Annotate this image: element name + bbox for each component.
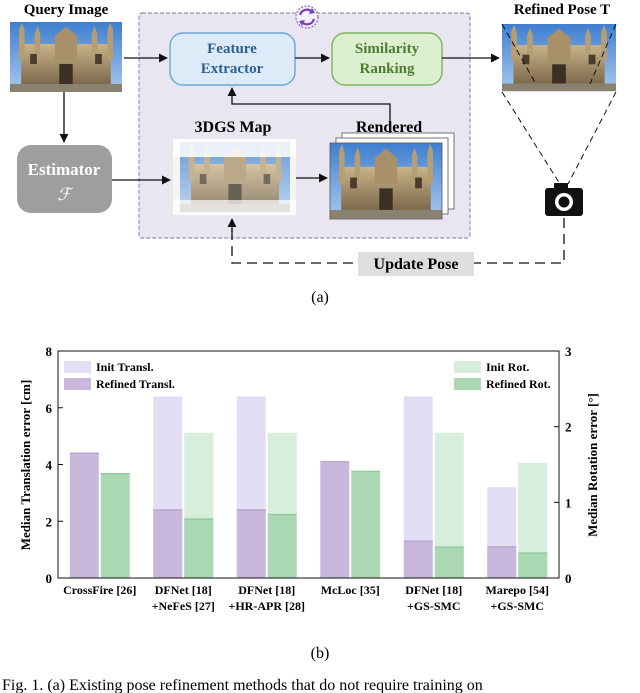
refined-pose-title: Refined Pose T (514, 2, 610, 18)
camera-icon (545, 183, 583, 216)
refresh-icon (295, 5, 319, 29)
x-tick-label: McLoc [35] (321, 583, 380, 597)
legend-init-rot: Init Rot. (486, 360, 529, 374)
feature-extractor-line1: Feature (207, 41, 257, 57)
bar-refined-transl (153, 509, 183, 578)
query-image (10, 22, 122, 92)
legend-refined-transl: Refined Transl. (96, 377, 175, 391)
estimator-symbol: ℱ (57, 185, 74, 204)
feature-extractor-line2: Extractor (201, 61, 264, 77)
y2-tick-label: 0 (565, 571, 572, 586)
bar-refined-transl (320, 461, 350, 578)
diagram-a: Query Image Feature Extractor Similarity… (10, 2, 617, 306)
similarity-ranking-line1: Similarity (355, 41, 420, 57)
gaussian-map-image (173, 139, 296, 215)
refined-pose-image (502, 24, 616, 92)
y-tick-label: 0 (46, 571, 53, 586)
estimator-label: Estimator (28, 160, 101, 179)
y-axis-label: Median Translation error [cm] (18, 380, 33, 551)
chart-xlabels: CrossFire [26] DFNet [18] +NeFeS [27] DFNet… (63, 583, 549, 613)
bar-refined-rot (518, 553, 548, 578)
legend-left: Init Transl. Refined Transl. (64, 360, 175, 391)
chart-bars (69, 396, 548, 578)
x-tick-label: +GS-SMC (407, 599, 461, 613)
rendered-images (329, 132, 455, 220)
bar-refined-rot (351, 471, 381, 578)
legend-refined-rot: Refined Rot. (486, 377, 551, 391)
caption-a: (a) (311, 289, 329, 306)
similarity-ranking-box (331, 32, 443, 86)
x-tick-label: +HR-APR [28] (229, 599, 306, 613)
x-tick-label: +GS-SMC (490, 599, 544, 613)
chart-b: 0 2 4 6 8 0 1 2 3 CrossFire [26] DFNet [18] +NeFeS… (18, 344, 600, 662)
y-tick-label: 4 (46, 458, 53, 473)
legend-init-transl: Init Transl. (96, 360, 154, 374)
bar-refined-transl (487, 546, 517, 578)
estimator-box (17, 145, 112, 213)
x-tick-label: +NeFeS [27] (152, 599, 215, 613)
update-pose-label: Update Pose (374, 256, 459, 273)
x-tick-label: DFNet [18] (238, 583, 295, 597)
legend-right: Init Rot. Refined Rot. (454, 360, 551, 391)
x-tick-label: CrossFire [26] (63, 583, 136, 597)
bar-refined-rot (267, 514, 297, 578)
chart-ticks: 0 2 4 6 8 0 1 2 3 (46, 344, 573, 586)
y2-tick-label: 3 (565, 344, 572, 359)
x-tick-label: Marepo [54] (486, 583, 549, 597)
similarity-ranking-line2: Ranking (359, 61, 415, 77)
rendered-label: Rendered (356, 119, 422, 136)
feature-extractor-box (169, 32, 296, 86)
bar-refined-transl (69, 453, 99, 578)
x-tick-label: DFNet [18] (155, 583, 212, 597)
y-tick-label: 8 (46, 344, 53, 359)
bar-refined-transl (236, 509, 266, 578)
query-image-title: Query Image (24, 2, 109, 18)
caption-b: (b) (311, 645, 330, 662)
y-tick-label: 2 (46, 514, 53, 529)
bar-refined-rot (434, 546, 464, 578)
figure-caption: Fig. 1. (a) Existing pose refinement met… (2, 677, 483, 693)
bar-refined-rot (184, 518, 214, 578)
y2-tick-label: 1 (565, 495, 572, 510)
update-pose-box (358, 252, 474, 276)
map-label: 3DGS Map (195, 119, 272, 136)
bar-refined-transl (403, 541, 433, 578)
y2-tick-label: 2 (565, 420, 572, 435)
y-tick-label: 6 (46, 401, 53, 416)
bar-refined-rot (100, 473, 130, 578)
x-tick-label: DFNet [18] (405, 583, 462, 597)
y2-axis-label: Median Rotation error [°] (585, 393, 600, 537)
